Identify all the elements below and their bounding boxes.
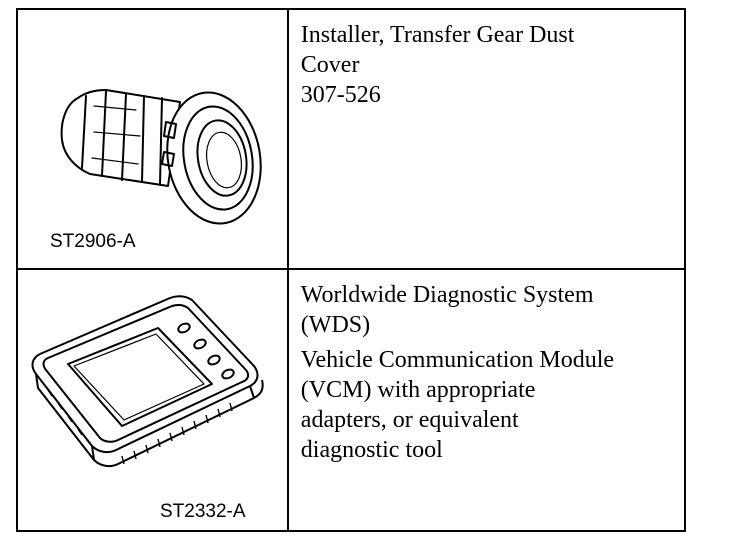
- tool-illustration-cell: ST2906-A: [16, 8, 289, 270]
- tool-detail-line: diagnostic tool: [300, 437, 443, 463]
- special-tools-table: ST2906-A Installer, Transfer Gear Dust C…: [16, 8, 687, 532]
- tool-name-line: (WDS): [300, 312, 371, 338]
- tool-name-line: Installer, Transfer Gear Dust: [300, 22, 575, 48]
- tool-row: ST2906-A Installer, Transfer Gear Dust C…: [16, 8, 687, 270]
- tool-detail-line: Vehicle Communication Module: [300, 347, 615, 373]
- tool-detail-line: adapters, or equivalent: [300, 407, 519, 433]
- diagnostic-tool-vcm-icon: [31, 295, 264, 468]
- tool-row: ST2332-A Worldwide Diagnostic System (WD…: [16, 268, 687, 532]
- tool-description-cell: Installer, Transfer Gear Dust Cover 307-…: [286, 8, 687, 270]
- transfer-gear-dust-cover-installer-icon: [60, 89, 262, 225]
- art-code-label: ST2906-A: [50, 231, 136, 252]
- tool-description-cell: Worldwide Diagnostic System (WDS) Vehicl…: [286, 268, 687, 532]
- tool-detail-line: (VCM) with appropriate: [300, 377, 536, 403]
- tool-name-line: Cover: [300, 52, 360, 78]
- art-code-label: ST2332-A: [160, 501, 246, 522]
- tool-number-line: 307-526: [300, 82, 381, 108]
- tool-illustration-cell: ST2332-A: [16, 268, 289, 532]
- tool-name-line: Worldwide Diagnostic System: [300, 282, 594, 308]
